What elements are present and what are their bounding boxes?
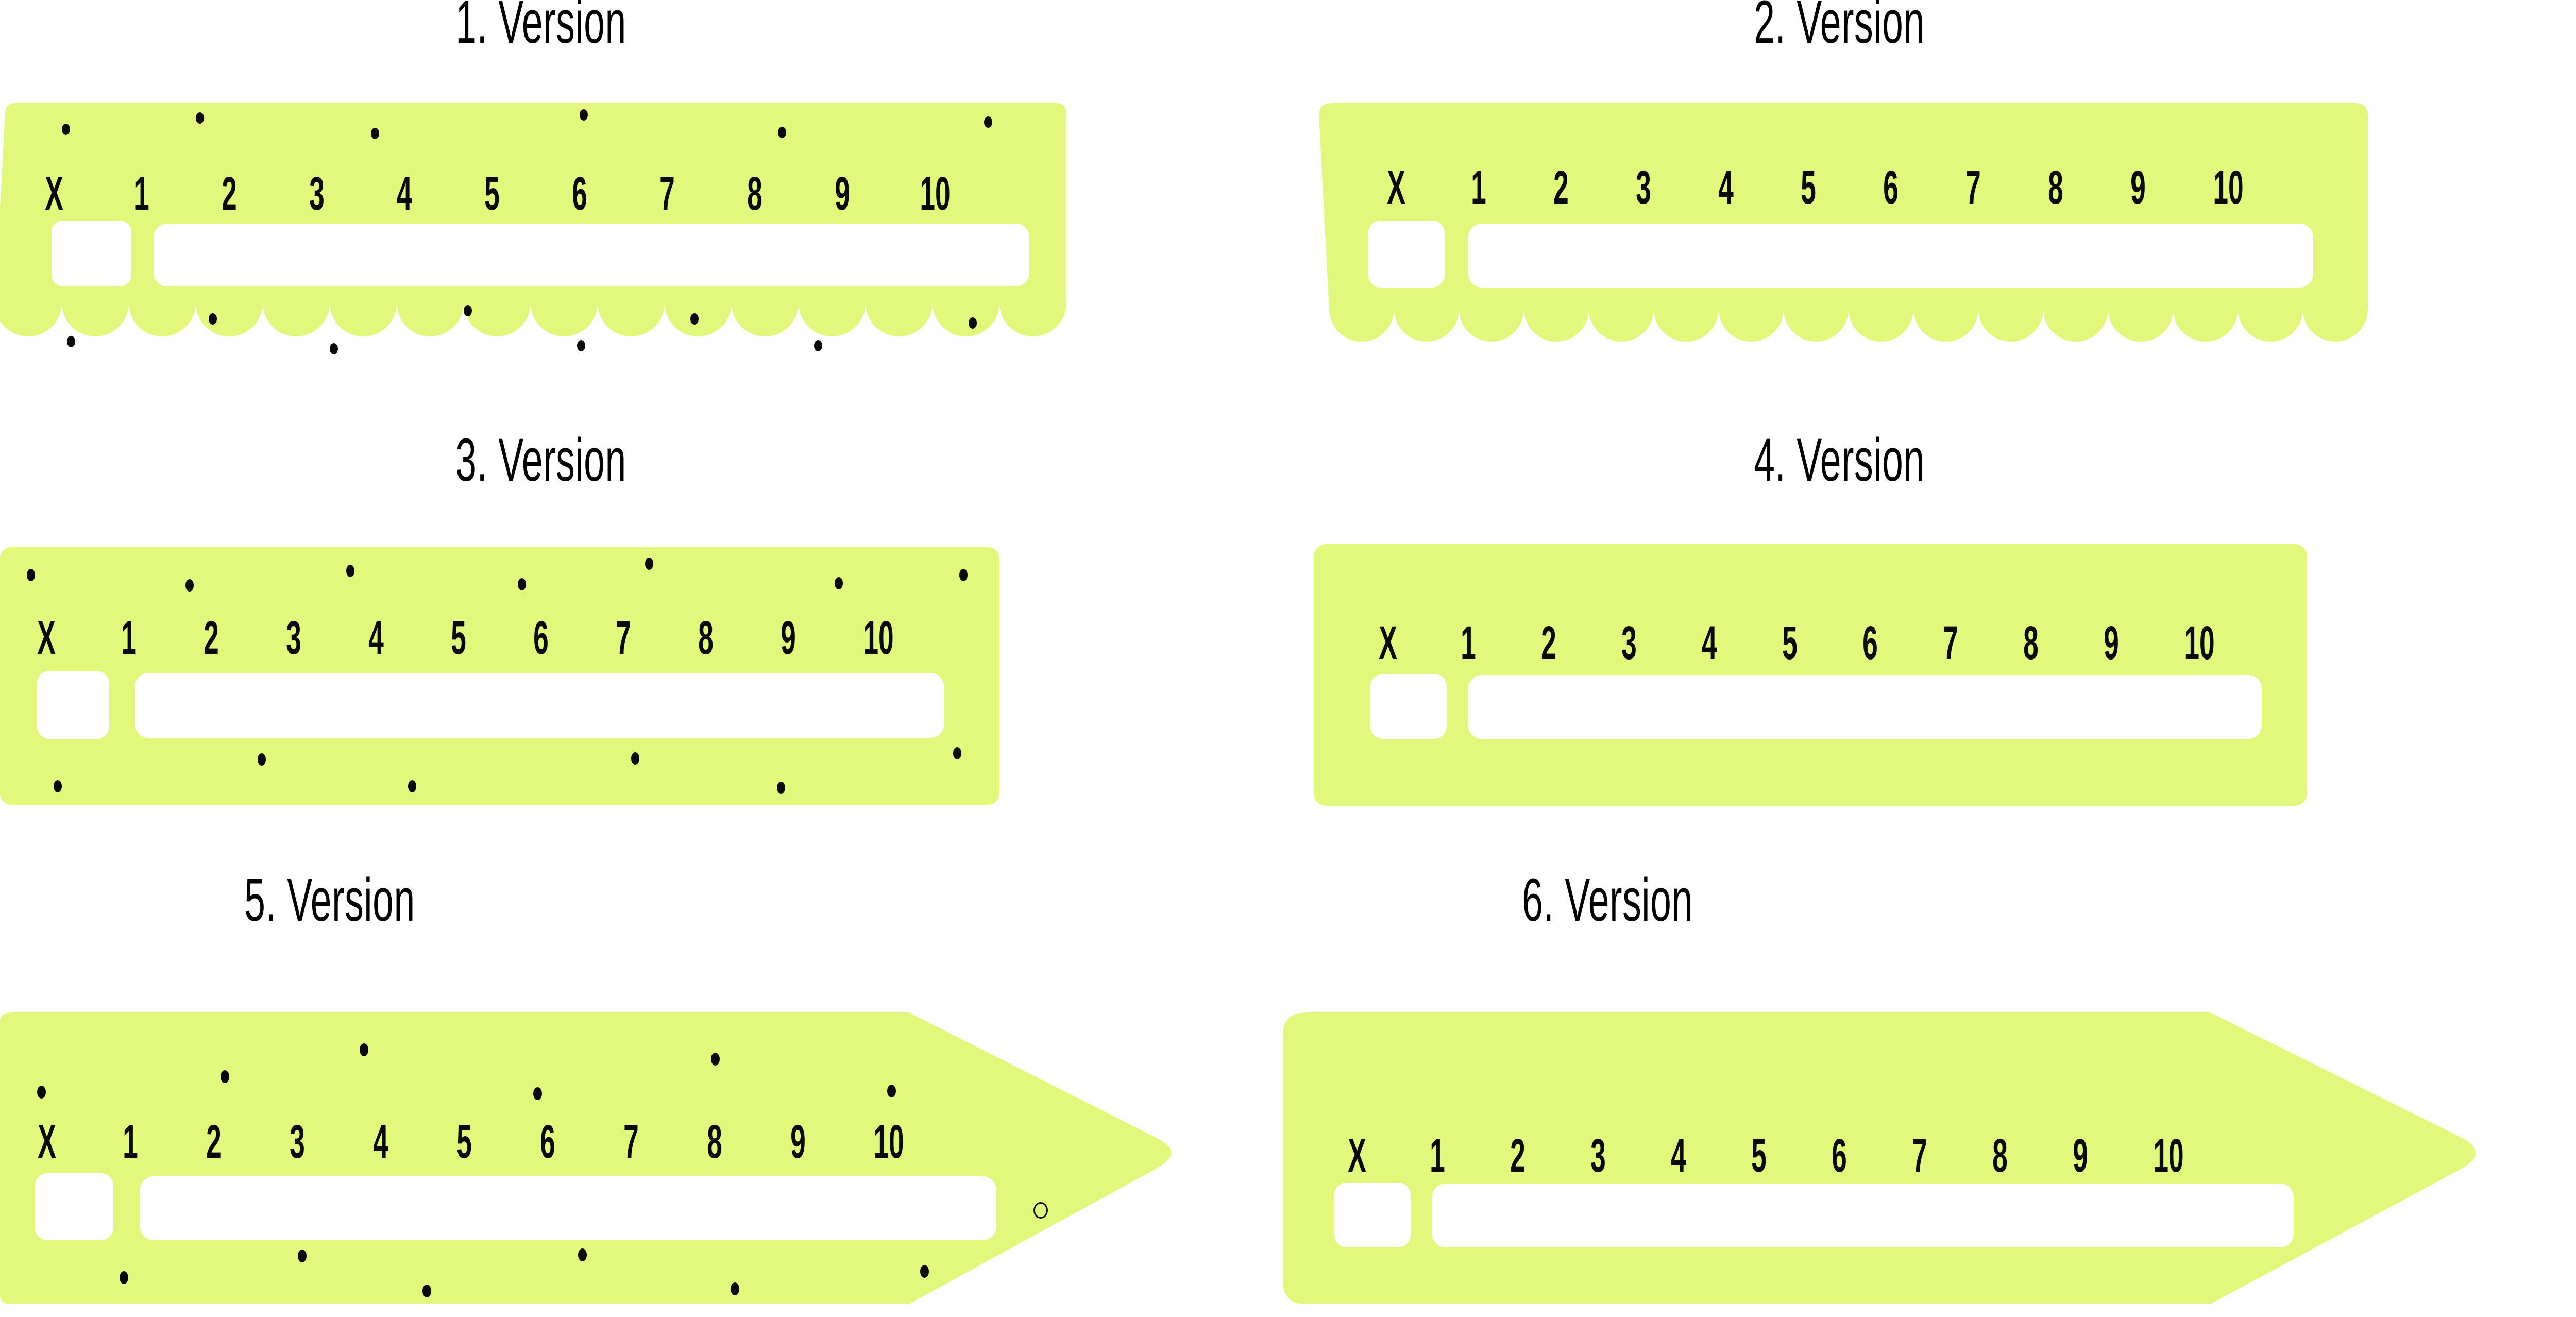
decor-dot [690,313,699,325]
checkbox-field[interactable] [37,671,109,739]
decor-dot [578,1248,587,1261]
version-title-2: 2. Version [1754,0,1925,56]
checkbox-field[interactable] [1370,674,1447,739]
checkbox-field[interactable] [1368,221,1445,288]
decor-dot [360,1043,368,1056]
decor-dot [920,1265,929,1278]
decor-dot [221,1070,229,1083]
version-title-4: 4. Version [1754,426,1925,494]
version-card-6: 6. Version X 1 2 3 4 5 6 7 8 9 10 [1262,870,2499,1317]
name-write-field[interactable] [1468,224,2313,288]
version-card-1: 1. Version X 1 2 3 4 5 6 7 8 9 10 [0,0,1082,423]
name-write-field[interactable] [154,224,1029,286]
decor-dot [711,1053,720,1066]
card-silhouette [1283,1012,2476,1304]
decor-dot [120,1271,128,1284]
decor-dot [645,558,653,570]
name-write-field[interactable] [140,1176,996,1240]
version-title-3: 3. Version [455,426,626,494]
card-shape-rect-dotted: X 1 2 3 4 5 6 7 8 9 10 [0,547,1061,805]
decor-dot [258,753,266,766]
version-title-1: 1. Version [455,0,626,56]
decor-dot [814,340,822,351]
name-write-field[interactable] [1468,675,2262,739]
version-card-5: 5. Version X 1 2 3 4 5 6 7 8 9 10 [0,870,1236,1317]
pencil-tip-circle [1033,1202,1048,1219]
decor-dot [984,116,992,128]
decor-dot [533,1087,542,1100]
decor-dot [778,127,786,138]
decor-dot [209,313,217,325]
decor-dot [67,336,75,347]
name-write-field[interactable] [135,673,944,738]
version-card-3: 3. Version X 1 2 3 4 5 6 7 8 9 10 [0,430,1082,860]
card-silhouette [0,1012,1171,1304]
decor-dot [62,124,70,135]
decor-dot [346,565,354,577]
decor-dot [185,579,194,592]
decor-dot [518,578,526,590]
decor-dot [422,1285,431,1297]
card-shape-pencil-plain: X 1 2 3 4 5 6 7 8 9 10 [1283,1012,2519,1304]
version-card-2: 2. Version X 1 2 3 4 5 6 7 8 9 10 [1298,0,2380,423]
card-shape-scallop-plain: X 1 2 3 4 5 6 7 8 9 10 [1319,103,2380,392]
decor-dot [54,780,62,792]
decor-dot [953,747,961,759]
decor-dot [298,1250,307,1262]
version-title-6: 6. Version [1522,866,1693,934]
decor-dot [580,109,588,121]
decor-dot [408,780,416,792]
decor-dot [777,782,785,794]
decor-dot [577,340,585,351]
card-shape-pencil-dotted: X 1 2 3 4 5 6 7 8 9 10 [0,1012,1236,1304]
checkbox-field[interactable] [35,1173,113,1240]
decor-dot [887,1085,896,1098]
decor-dot [631,752,639,765]
decor-dot [464,305,472,316]
name-write-field[interactable] [1432,1184,2294,1247]
decor-dot [835,577,843,589]
decor-dot [37,1086,46,1099]
motif-legend: Bücher [2550,0,2576,1317]
decor-dot [330,343,338,354]
version-title-5: 5. Version [244,866,415,934]
version-card-4: 4. Version X 1 2 3 4 5 6 7 8 9 10 [1298,430,2380,860]
decor-dot [196,112,204,124]
decor-dot [969,317,977,329]
card-shape-rect-plain: X 1 2 3 4 5 6 7 8 9 10 [1314,544,2375,806]
checkbox-field[interactable] [52,221,131,286]
decor-dot [371,128,379,139]
decor-dot [959,569,968,581]
checkbox-field[interactable] [1334,1183,1411,1247]
decor-dot [731,1282,739,1295]
decor-dot [27,569,35,581]
card-shape-scallop-dotted: X 1 2 3 4 5 6 7 8 9 10 [0,103,1077,392]
